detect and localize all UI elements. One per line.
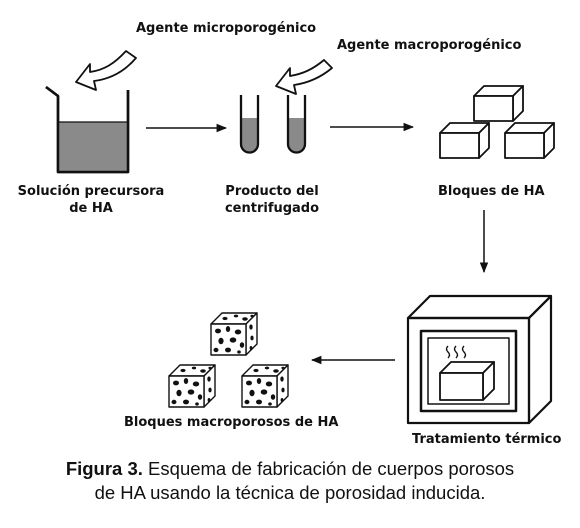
porous-block-top [210,312,258,356]
label-tratamiento: Tratamiento térmico [412,432,562,447]
porous-block-left [168,364,216,408]
figure-caption: Figura 3. Esquema de fabricación de cuer… [0,457,580,505]
caption-line2: de HA usando la técnica de porosidad ind… [94,482,486,503]
label-producto: Producto del centrifugado [208,183,336,217]
label-macroporosos: Bloques macroporosos de HA [124,415,339,430]
porous-block-right [241,364,289,408]
label-producto-line1: Producto del [225,184,319,199]
furnace [406,294,553,425]
beaker [45,86,130,174]
ha-blocks [439,85,555,159]
caption-line1: Figura 3. Esquema de fabricación de cuer… [0,457,580,481]
test-tube-left [239,95,260,154]
label-agente-macro: Agente macroporogénico [337,38,522,53]
label-bloques: Bloques de HA [438,184,545,199]
curved-arrow-micro [75,50,137,91]
label-solucion-line1: Solución precursora [17,184,165,199]
caption-figure-label: Figura 3. [65,458,143,479]
test-tube-right [286,95,307,154]
label-solucion: Solución precursora de HA [6,183,176,217]
label-solucion-line2: de HA [69,201,113,216]
curved-arrow-macro [275,59,333,95]
label-agente-micro: Agente microporogénico [136,21,317,36]
label-producto-line2: centrifugado [224,201,320,216]
caption-line1-text: Esquema de fabricación de cuerpos poroso… [142,458,515,479]
